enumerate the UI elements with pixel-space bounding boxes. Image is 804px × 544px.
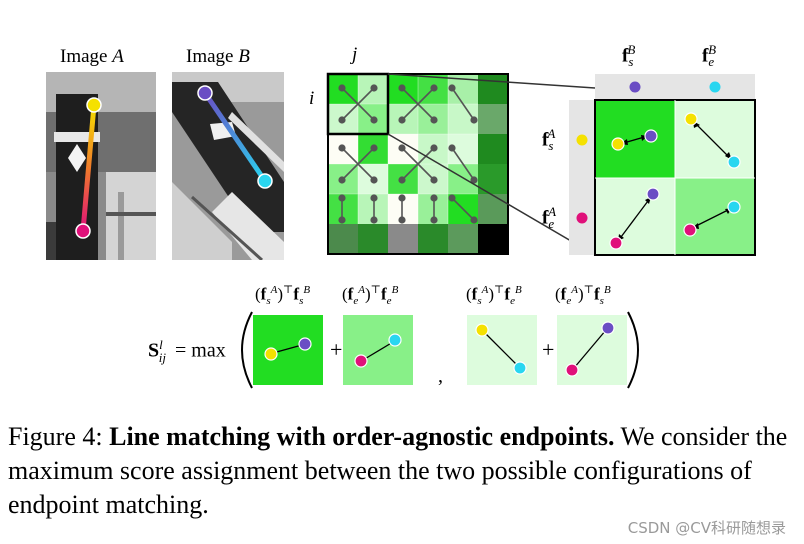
- fsB-label: fsB: [622, 42, 636, 70]
- image-b-label: Image B: [186, 46, 250, 67]
- term1-label: (fsA)⊤fsB: [255, 284, 311, 308]
- feB-label: feB: [702, 42, 717, 70]
- j-label: j: [352, 44, 358, 65]
- score-matrix-diagram: [326, 72, 756, 256]
- image-a-label: Image A: [60, 46, 124, 67]
- image-a-photo: [46, 72, 156, 260]
- score-matrix: [326, 72, 509, 255]
- figure-caption: Figure 4: Line matching with order-agnos…: [8, 420, 798, 522]
- equation-terms: + , +: [241, 311, 639, 389]
- equation-lhs: Slij = max: [148, 337, 226, 365]
- watermark: CSDN @CV科研随想录: [627, 519, 786, 537]
- i-label: i: [309, 88, 315, 109]
- svg-text:,: ,: [438, 365, 443, 387]
- svg-text:+: +: [542, 337, 554, 362]
- caption-prefix: Figure 4:: [8, 422, 110, 451]
- feA-label: feA: [542, 204, 557, 232]
- svg-text:+: +: [330, 337, 342, 362]
- zoomed-block: [569, 74, 756, 256]
- caption-body: We consider the maximum score assignment…: [8, 422, 788, 519]
- term4-label: (feA)⊤fsB: [555, 284, 611, 308]
- fsA-label: fsA: [542, 126, 556, 154]
- term2-label: (feA)⊤feB: [342, 284, 399, 308]
- image-b-photo: [172, 72, 284, 260]
- caption-title: Line matching with order-agnostic endpoi…: [109, 422, 615, 451]
- term3-label: (fsA)⊤feB: [466, 284, 522, 308]
